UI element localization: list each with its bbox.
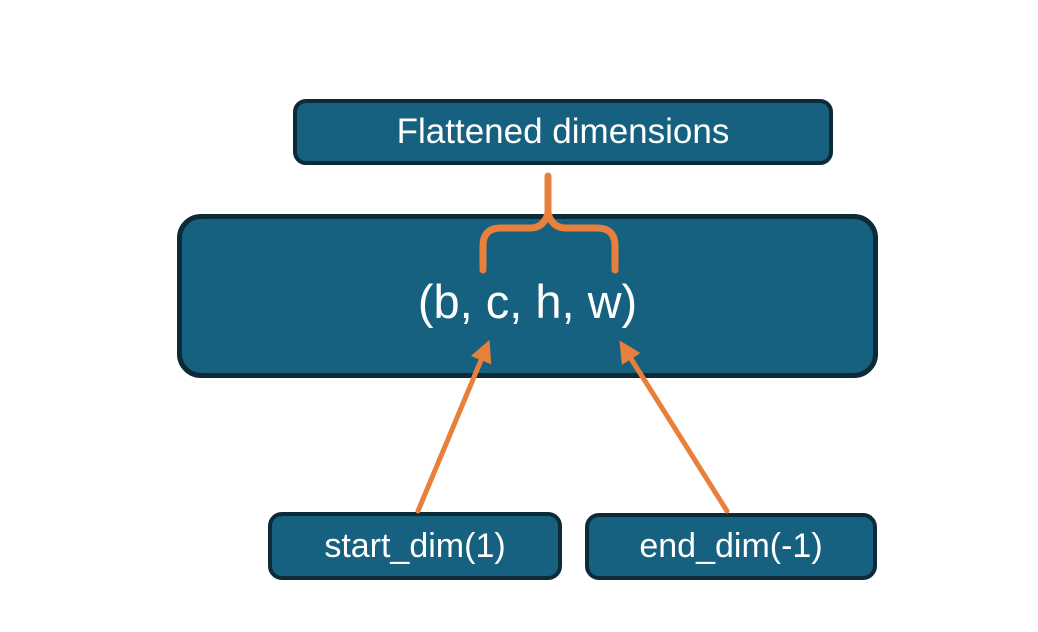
end-dim-label: end_dim(-1) bbox=[639, 527, 823, 565]
end-dim-box: end_dim(-1) bbox=[585, 513, 877, 580]
tensor-shape-label: (b, c, h, w) bbox=[417, 274, 638, 328]
start-dim-box: start_dim(1) bbox=[268, 512, 562, 580]
flattened-dimensions-box: Flattened dimensions bbox=[293, 99, 833, 165]
tensor-shape-box: (b, c, h, w) bbox=[177, 214, 878, 378]
start-dim-label: start_dim(1) bbox=[324, 526, 506, 565]
flattened-dimensions-label: Flattened dimensions bbox=[396, 112, 730, 151]
